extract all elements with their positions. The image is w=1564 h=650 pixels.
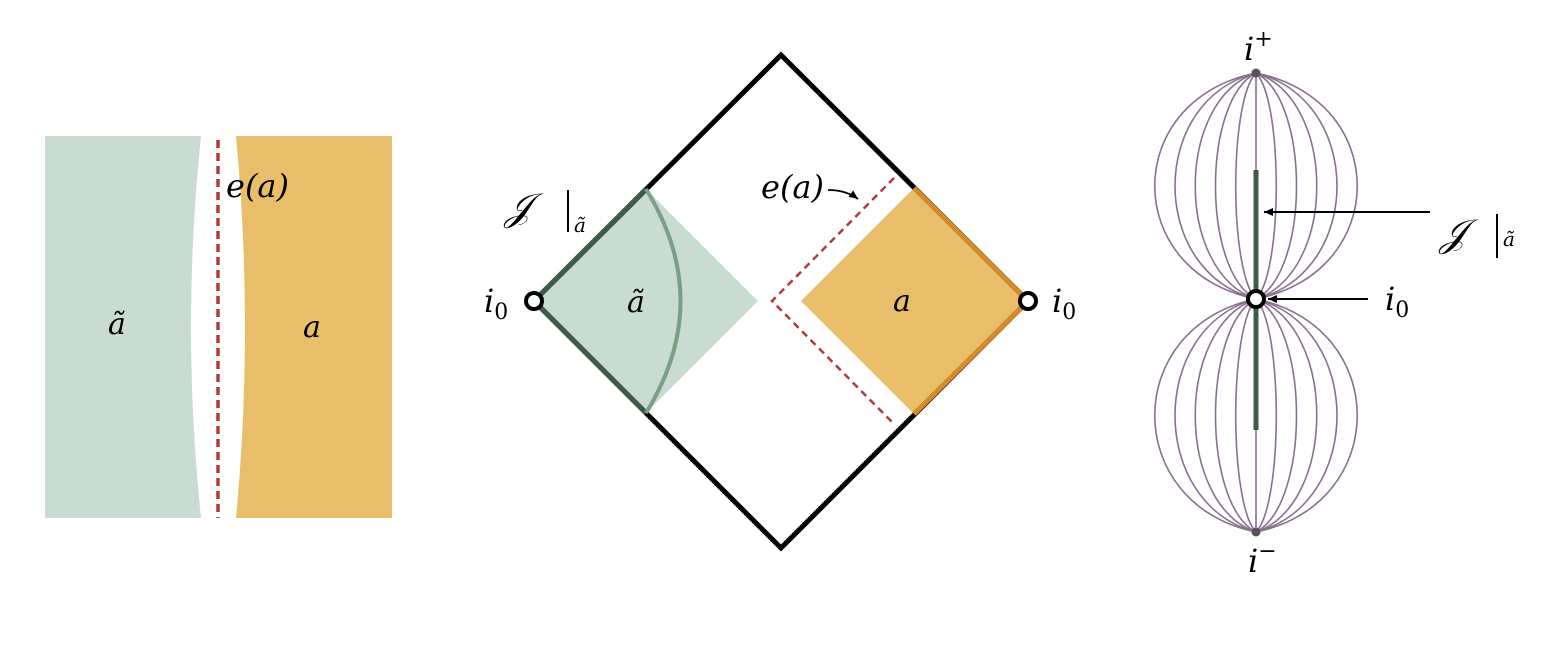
label-scri-restricted: 𝒥 ã [503, 185, 586, 237]
label-scri-restricted: 𝒥 ã [1438, 211, 1515, 258]
i-plus-dot [1251, 68, 1261, 78]
i0-marker [1246, 289, 1266, 309]
e-of-a-arrow [827, 189, 859, 200]
geodesic-lower [1255, 298, 1298, 533]
i0-right-marker [1018, 291, 1038, 311]
geodesic-lower [1255, 298, 1338, 533]
geodesic-upper [1255, 72, 1278, 300]
geodesic-lower [1255, 298, 1278, 533]
geodesic-upper [1255, 72, 1318, 300]
label-i0-left: i0 [484, 282, 508, 325]
geodesic-lower [1255, 298, 1318, 533]
svg-text:𝒥: 𝒥 [503, 185, 544, 229]
label-i-minus: i− [1248, 539, 1277, 580]
geodesic-lower [1255, 298, 1359, 533]
label-e-of-a: e(a) [226, 167, 289, 205]
label-a-tilde: ã [108, 307, 126, 342]
geodesic-lower [1234, 298, 1257, 533]
svg-text:𝒥: 𝒥 [1438, 211, 1479, 255]
region-a-tilde [45, 136, 201, 518]
geodesic-lower [1194, 298, 1257, 533]
label-i0-right: i0 [1052, 282, 1076, 325]
cauchy-slice-curve [644, 187, 683, 415]
geodesic-lower [1153, 298, 1257, 533]
geodesic-lower [1174, 298, 1257, 533]
label-a: a [303, 310, 321, 345]
i-minus-dot [1251, 527, 1261, 537]
geodesic-upper [1194, 72, 1257, 300]
label-a: a [893, 284, 911, 319]
region-a [236, 136, 392, 518]
geodesic-upper [1255, 72, 1338, 300]
label-a-tilde: ã [627, 285, 645, 320]
label-i-plus: i+ [1244, 27, 1273, 68]
geodesic-upper [1174, 72, 1257, 300]
svg-text:ã: ã [1503, 227, 1515, 251]
entanglement-wedge-edge [770, 177, 895, 425]
geodesic-lower [1214, 298, 1257, 533]
label-i0: i0 [1385, 280, 1409, 323]
middle-panel: ã a e(a) 𝒥 ã i0 i0 [484, 51, 1076, 552]
geodesic-upper [1153, 72, 1257, 300]
label-e-of-a: e(a) [761, 168, 824, 206]
svg-text:ã: ã [574, 213, 586, 237]
geodesic-upper [1234, 72, 1257, 300]
geodesic-upper [1255, 72, 1298, 300]
geodesic-upper [1255, 72, 1359, 300]
left-panel: ã a e(a) [45, 136, 392, 518]
right-panel: i+ i− 𝒥 ã i0 [1153, 27, 1515, 580]
geodesic-upper [1214, 72, 1257, 300]
region-a-wedge [801, 188, 1028, 414]
i0-left-marker [524, 291, 544, 311]
